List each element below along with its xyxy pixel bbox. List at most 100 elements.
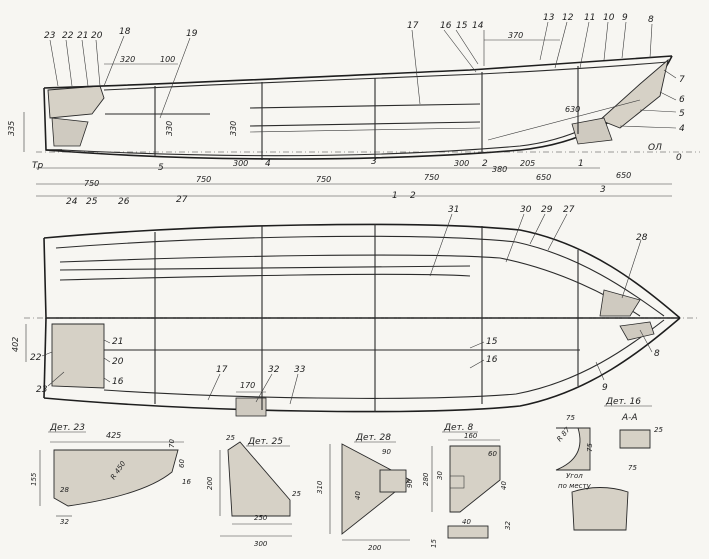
label-20b: 20 <box>112 357 124 367</box>
label-26: 26 <box>118 197 130 207</box>
dim-300-b: 300 <box>454 159 469 168</box>
det16-section <box>619 429 651 449</box>
station-5: 5 <box>158 163 164 173</box>
station-1b: 1 <box>578 159 584 169</box>
callout-18: 18 <box>119 27 131 37</box>
callout-14: 14 <box>472 21 484 31</box>
label-31: 31 <box>448 205 459 215</box>
callout-12: 12 <box>562 13 574 23</box>
plan-top-stringer <box>59 273 471 281</box>
dim-630-line <box>487 99 641 141</box>
detail-23: Дет. 23 425 70 60 16 155 28 32 R 450 <box>30 423 191 526</box>
plan-top-chine <box>59 254 641 317</box>
det25-title: Дет. 25 <box>247 437 283 447</box>
det28-d90b: 90 <box>406 479 414 488</box>
det25-d300: 300 <box>254 540 268 548</box>
det23-title: Дет. 23 <box>49 423 85 433</box>
dim-750-c: 750 <box>316 175 331 184</box>
det28-notch <box>379 469 407 493</box>
label-15b: 15 <box>486 337 498 347</box>
detail-25: Дет. 25 25 200 25 250 300 <box>206 434 301 548</box>
label-tr: Тр <box>32 161 43 171</box>
det25-plate <box>227 441 291 517</box>
det28-plate <box>341 443 411 535</box>
label-16b: 16 <box>112 377 124 387</box>
label-17b: 17 <box>216 365 228 375</box>
station-0: 0 <box>676 153 682 163</box>
plan-stem-knee-8 <box>619 321 655 341</box>
label-21b: 21 <box>112 337 123 347</box>
callout-4: 4 <box>679 124 685 134</box>
plan-top-thwart <box>59 265 471 271</box>
detail-28: Дет. 28 310 90 90 40 200 <box>316 433 414 552</box>
sheer-line <box>43 55 673 89</box>
det16-title: Дет. 16 <box>605 397 641 407</box>
station-1: 1 <box>392 191 398 201</box>
det23-d70: 70 <box>168 439 176 448</box>
det23-d155: 155 <box>30 472 38 486</box>
dim-330-b: 330 <box>229 121 238 136</box>
label-28: 28 <box>636 233 648 243</box>
det16-section-label: А-А <box>621 413 638 423</box>
thwart-mid <box>249 103 481 109</box>
station-2: 2 <box>410 191 416 201</box>
label-9b: 9 <box>602 383 608 393</box>
det16-note2: по месту <box>558 482 592 490</box>
detail-8: Дет. 8 160 60 280 30 40 40 32 15 <box>422 423 512 548</box>
callout-11: 11 <box>584 13 595 23</box>
dim-750-a: 750 <box>84 179 99 188</box>
label-27b: 27 <box>563 205 575 215</box>
label-8b: 8 <box>654 349 660 359</box>
label-22b: 22 <box>30 353 42 363</box>
dim-650-b: 650 <box>616 171 631 180</box>
plan-view-bottom: 402 22 21 20 16 23 17 32 33 170 15 16 8 … <box>11 317 681 417</box>
det8-section <box>447 525 489 539</box>
det16-note1: Угол <box>566 472 583 480</box>
det8-d30: 30 <box>436 471 444 480</box>
dim-320: 320 <box>120 55 135 64</box>
dim-380: 380 <box>492 165 507 174</box>
label-25: 25 <box>86 197 98 207</box>
det28-d90a: 90 <box>382 448 391 456</box>
side-profile-view: 23 22 21 20 18 19 17 16 15 14 13 12 11 1… <box>7 13 700 207</box>
det25-d250: 250 <box>254 514 268 522</box>
det8-d40a: 40 <box>500 481 508 490</box>
callout-15: 15 <box>456 21 468 31</box>
det8-d280: 280 <box>422 472 430 486</box>
stringer-line-2 <box>249 127 481 133</box>
dim-300-a: 300 <box>233 159 248 168</box>
det28-d40: 40 <box>354 491 362 500</box>
dim-170: 170 <box>240 381 255 390</box>
callout-22: 22 <box>62 31 74 41</box>
transom-knee-22 <box>47 85 105 119</box>
det23-d16: 16 <box>182 478 191 486</box>
label-23b: 23 <box>36 385 48 395</box>
stem-block <box>599 58 669 129</box>
label-ol: ОЛ <box>648 143 662 153</box>
callout-13: 13 <box>543 13 555 23</box>
callout-leaders <box>49 21 677 129</box>
plan-top-inwale <box>55 235 665 317</box>
callout-3: 3 <box>600 185 606 195</box>
stringer-line <box>249 121 481 127</box>
dim-750-d: 750 <box>424 173 439 182</box>
det16-pad <box>571 487 629 531</box>
plan-seat-knee-32 <box>235 397 267 417</box>
dim-335: 335 <box>7 121 16 136</box>
callout-23: 23 <box>44 31 56 41</box>
plan-bottom-inwale <box>103 319 665 399</box>
det8-d160: 160 <box>464 432 478 440</box>
stem-knee-5 <box>571 117 613 145</box>
det23-d28: 28 <box>60 486 69 494</box>
det16-profile <box>555 427 591 471</box>
callout-8: 8 <box>648 15 654 25</box>
callout-7: 7 <box>679 75 685 85</box>
label-16c: 16 <box>486 355 498 365</box>
det16-d75c: 75 <box>628 464 637 472</box>
det28-title: Дет. 28 <box>355 433 391 443</box>
callout-21: 21 <box>77 31 88 41</box>
det28-d310: 310 <box>316 480 324 494</box>
det23-plate <box>53 449 179 507</box>
dim-650-a: 650 <box>536 173 551 182</box>
label-32: 32 <box>268 365 280 375</box>
